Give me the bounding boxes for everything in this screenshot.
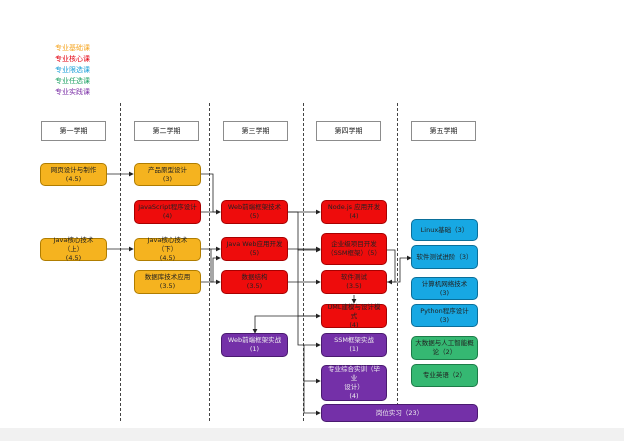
arrow-db-to-javaweb <box>201 255 221 283</box>
course-software-testing: 软件测试 (3.5) <box>321 270 387 294</box>
course-java-core-1: Java核心技术（上） (4.5) <box>40 236 107 262</box>
term-3-header: 第三学期 <box>223 121 288 141</box>
arrow-to-intern <box>303 381 321 416</box>
course-nodejs: Node.js 应用开发 (4) <box>321 200 387 224</box>
arrow-swtest-to-advtest <box>387 255 412 283</box>
bottom-strip <box>0 428 624 441</box>
term-4-header: 第四学期 <box>316 121 381 141</box>
course-comprehensive-training: 专业综合实训（毕业 设计） (4) <box>321 365 387 401</box>
course-bigdata-ai: 大数据与人工智能概 论（2） <box>411 336 478 360</box>
arrow-to-uml <box>297 249 321 319</box>
course-uml: UML建模与设计模式 (4) <box>321 303 387 329</box>
course-java-core-2: Java核心技术（下） (4.5) <box>134 236 201 262</box>
course-web-frontend-practice: Web前端框架实战 (1) <box>221 333 288 357</box>
arrow-proto-to-webfront <box>201 173 221 215</box>
course-web-frontend-framework: Web前端框架技术 (5) <box>221 200 288 224</box>
course-internship: 岗位实习（23） <box>321 404 478 422</box>
arrow-java2-to-ds <box>210 249 221 285</box>
arrow-uml-to-webprac <box>252 315 320 334</box>
term-divider-1 <box>120 103 121 421</box>
arrow-webfront-to-enterprise <box>288 211 321 253</box>
course-data-structure: 数据结构 (3.5) <box>221 270 288 294</box>
course-python: Python程序设计 (3) <box>411 304 478 327</box>
course-java-web: Java Web应用开发 (5) <box>221 237 288 261</box>
arrow-to-compre <box>303 345 321 384</box>
term-divider-4 <box>397 103 398 421</box>
course-product-prototype: 产品原型设计 (3) <box>134 163 201 186</box>
course-database: 数据库技术应用 (3.5) <box>134 270 201 294</box>
course-computer-network: 计算机网络技术 (3) <box>411 277 478 300</box>
legend-practice: 专业实践课 <box>55 88 90 96</box>
term-2-header: 第二学期 <box>134 121 199 141</box>
term-divider-3 <box>303 103 304 421</box>
course-professional-english: 专业英语（2） <box>411 364 478 387</box>
legend-free-elective: 专业任选课 <box>55 77 90 85</box>
course-advanced-testing: 软件测试进阶（3） <box>411 245 478 269</box>
course-enterprise-project: 企业级项目开发 （SSM框架）（5） <box>321 233 387 265</box>
legend-core: 专业核心课 <box>55 55 90 63</box>
course-web-design: 网页设计与制作 (4.5) <box>40 163 107 186</box>
term-divider-2 <box>209 103 210 421</box>
arrow-to-ssm <box>297 316 321 348</box>
course-ssm-practice: SSM框架实战 (1) <box>321 333 387 357</box>
course-javascript: JavaScript程序设计 (4) <box>134 200 201 224</box>
term-1-header: 第一学期 <box>41 121 106 141</box>
legend-limited-elective: 专业限选课 <box>55 66 90 74</box>
legend-basic: 专业基础课 <box>55 44 90 52</box>
arrow-enterprise-to-swtest <box>387 249 396 285</box>
course-linux: Linux基础（3） <box>411 219 478 241</box>
term-5-header: 第五学期 <box>411 121 476 141</box>
